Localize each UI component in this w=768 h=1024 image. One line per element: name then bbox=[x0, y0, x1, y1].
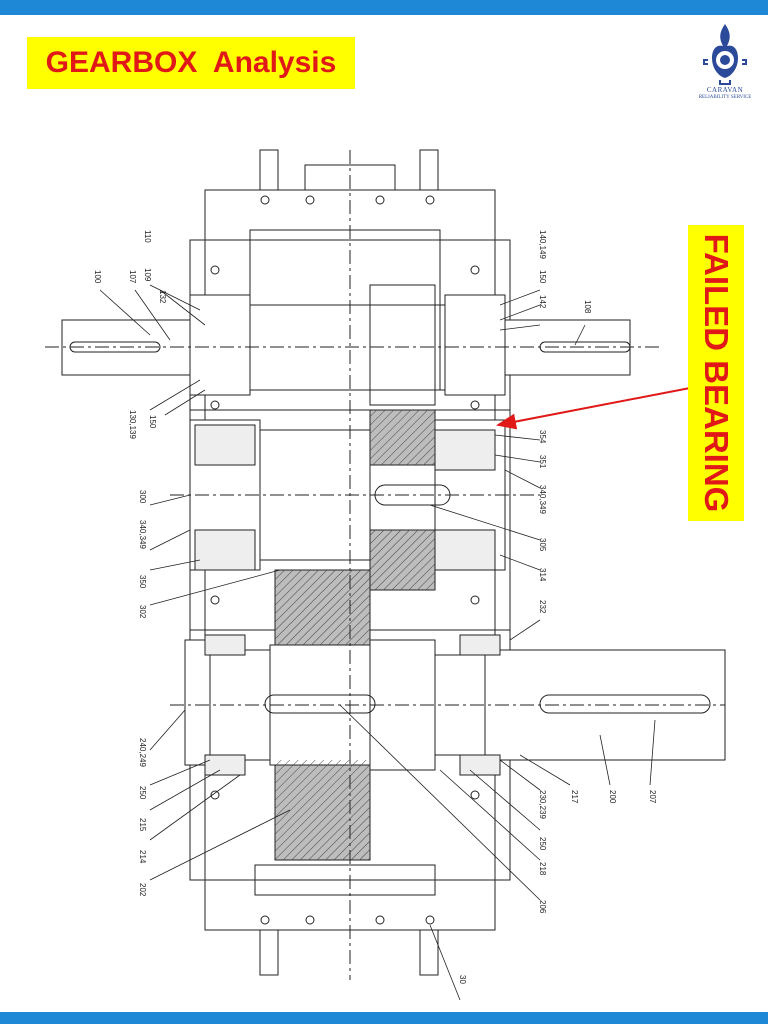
part-label: 107 bbox=[128, 270, 137, 284]
failed-bearing-label: FAILED BEARING bbox=[698, 233, 735, 513]
part-label: 132 bbox=[158, 290, 167, 304]
part-label: 218 bbox=[538, 862, 547, 876]
bottom-accent-bar bbox=[0, 1012, 768, 1024]
part-label: 250 bbox=[138, 786, 147, 800]
failed-bearing-callout bbox=[688, 225, 744, 521]
part-label: 207 bbox=[648, 790, 657, 804]
part-label: 150 bbox=[148, 415, 157, 429]
part-label: 340,349 bbox=[138, 520, 147, 549]
part-label: 351 bbox=[538, 455, 547, 469]
part-label: 240,249 bbox=[138, 738, 147, 767]
part-label: 202 bbox=[138, 883, 147, 897]
part-label: 232 bbox=[538, 600, 547, 614]
gearbox-drawing: 100 107 109 110 132 130,139 150 140,149 … bbox=[45, 149, 726, 1001]
part-label: 100 bbox=[93, 270, 102, 284]
part-label: 340,349 bbox=[538, 485, 547, 514]
part-label: 108 bbox=[583, 300, 592, 314]
part-label: 150 bbox=[538, 270, 547, 284]
part-label: 300 bbox=[138, 490, 147, 504]
part-label: 314 bbox=[538, 568, 547, 582]
part-label: 217 bbox=[570, 790, 579, 804]
logo-subtitle: RELIABILITY SERVICE bbox=[698, 95, 752, 100]
failed-bearing-arrow bbox=[496, 387, 691, 430]
part-label: 350 bbox=[138, 575, 147, 589]
page-title: GEARBOX Analysis bbox=[45, 46, 337, 79]
part-label: 140,149 bbox=[538, 230, 547, 259]
part-label: 305 bbox=[538, 538, 547, 552]
part-label: 214 bbox=[138, 850, 147, 864]
part-label: 250 bbox=[538, 837, 547, 851]
part-label: 110 bbox=[143, 230, 152, 243]
gear-flame-icon bbox=[703, 24, 747, 85]
part-label: 130,139 bbox=[128, 410, 137, 439]
title-banner: GEARBOX Analysis bbox=[27, 37, 355, 89]
part-label: 215 bbox=[138, 818, 147, 832]
part-label: 230,239 bbox=[538, 790, 547, 819]
part-label: 206 bbox=[538, 900, 547, 914]
part-label: 302 bbox=[138, 605, 147, 619]
part-label: 142 bbox=[538, 295, 547, 309]
logo-name: CARAVAN bbox=[706, 86, 744, 94]
company-logo: CARAVAN RELIABILITY SERVICE bbox=[690, 20, 760, 110]
part-label: 109 bbox=[143, 268, 152, 282]
top-accent-bar bbox=[0, 0, 768, 15]
part-label: 200 bbox=[608, 790, 617, 804]
part-label: 30 bbox=[458, 975, 467, 984]
part-label: 354 bbox=[538, 430, 547, 444]
